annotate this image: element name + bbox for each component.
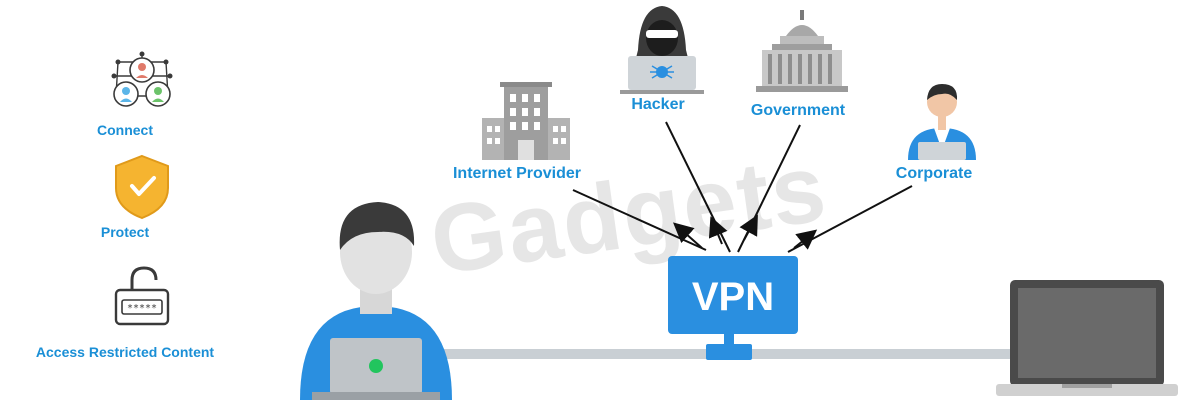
feature-protect-label: Protect: [100, 224, 150, 240]
arrow-internet-provider: [572, 189, 707, 251]
vpn-label: VPN: [692, 275, 774, 319]
network-cable: [440, 330, 1020, 360]
building-icon: [482, 82, 570, 160]
feature-access-label: Access Restricted Content: [35, 344, 215, 360]
shield-check-icon: [115, 154, 169, 220]
remote-laptop-icon: [996, 280, 1178, 396]
feature-protect: Protect: [20, 220, 230, 240]
arrow-corporate: [787, 185, 913, 253]
corporate-person-icon: [908, 84, 976, 160]
connection-arrows: [572, 121, 913, 253]
status-dot: [369, 359, 383, 373]
hacker-icon: [620, 6, 704, 94]
vpn-box: VPN: [668, 256, 798, 334]
arrow-hacker: [665, 121, 731, 253]
label-government: Government: [750, 102, 846, 119]
svg-text:*****: *****: [127, 303, 157, 314]
label-hacker: Hacker: [631, 96, 685, 113]
label-internet-provider: Internet Provider: [452, 165, 582, 182]
feature-access-restricted: Access Restricted Content: [20, 340, 230, 360]
feature-connect-label: Connect: [97, 122, 153, 138]
government-building-icon: [756, 10, 848, 92]
feature-connect: Connect: [20, 118, 230, 138]
people-network-icon: [111, 51, 173, 107]
unlocked-padlock-icon: *****: [114, 266, 170, 326]
user-avatar: [300, 202, 452, 400]
label-corporate: Corporate: [895, 165, 973, 182]
